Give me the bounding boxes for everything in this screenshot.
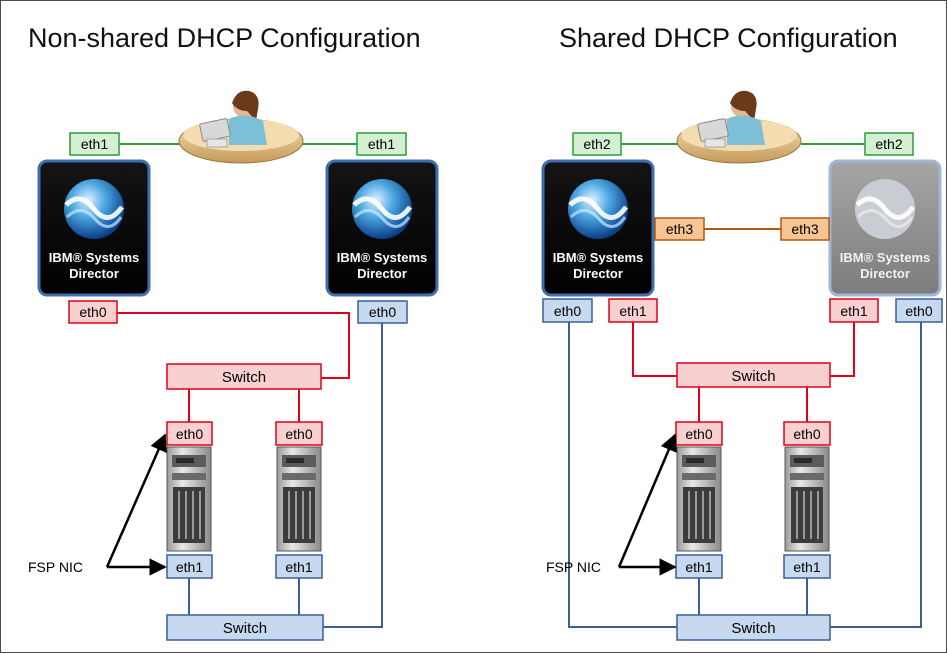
right-eth2-right: eth2 (864, 132, 914, 156)
svg-text:eth1: eth1 (285, 559, 312, 575)
right-fsp-nic: FSP NIC (546, 433, 677, 576)
director-label-line2: Director (860, 266, 910, 281)
right-server1-eth1: eth1 (675, 554, 723, 579)
svg-text:Switch: Switch (731, 368, 775, 385)
svg-text:eth2: eth2 (583, 136, 610, 152)
right-switch-bottom: Switch (676, 614, 831, 641)
svg-text:FSP NIC: FSP NIC (28, 559, 83, 575)
svg-text:eth1: eth1 (840, 303, 867, 319)
svg-text:eth1: eth1 (793, 559, 820, 575)
director-label-line1: IBM® Systems (49, 250, 140, 265)
left-eth1-right: eth1 (356, 132, 407, 156)
svg-text:eth0: eth0 (905, 303, 932, 319)
ibm-director-icon: IBM® Systems Director (541, 159, 655, 297)
server-tower-icon (784, 446, 830, 552)
left-title: Non-shared DHCP Configuration (28, 23, 421, 53)
right-eth3-left: eth3 (654, 217, 705, 241)
right-connection-lines (568, 143, 922, 628)
left-server2-eth1: eth1 (275, 554, 323, 579)
svg-text:eth0: eth0 (285, 426, 312, 442)
svg-text:eth0: eth0 (685, 426, 712, 442)
left-server1-eth0: eth0 (166, 421, 213, 446)
left-switch-top: Switch (166, 363, 322, 390)
left-eth1-left: eth1 (69, 132, 120, 156)
svg-text:eth1: eth1 (619, 303, 646, 319)
left-server1-eth1: eth1 (166, 554, 213, 579)
svg-text:eth0: eth0 (79, 304, 106, 320)
director-label-line2: Director (573, 266, 623, 281)
right-eth1-inner-right: eth1 (829, 298, 879, 323)
right-server2-eth1: eth1 (783, 554, 831, 579)
svg-text:Switch: Switch (223, 620, 267, 637)
server-tower-icon (676, 446, 722, 552)
right-eth3-right: eth3 (780, 217, 830, 241)
server-tower-icon (276, 446, 322, 552)
svg-text:eth3: eth3 (666, 221, 693, 237)
ibm-director-standby-icon: IBM® Systems Director (828, 159, 942, 297)
svg-text:eth0: eth0 (176, 426, 203, 442)
svg-text:eth2: eth2 (875, 136, 902, 152)
svg-text:eth3: eth3 (791, 221, 818, 237)
right-eth1-inner-left: eth1 (608, 298, 658, 323)
left-fsp-nic: FSP NIC (28, 433, 167, 576)
right-server1-eth0: eth0 (675, 421, 723, 446)
svg-text:eth1: eth1 (81, 136, 108, 152)
svg-text:eth0: eth0 (554, 303, 581, 319)
svg-text:eth1: eth1 (685, 559, 712, 575)
right-eth0-outer-right: eth0 (895, 298, 943, 323)
right-title: Shared DHCP Configuration (559, 23, 898, 53)
svg-text:eth0: eth0 (369, 304, 396, 320)
server-tower-icon (166, 446, 212, 552)
right-switch-top: Switch (676, 362, 831, 388)
svg-text:Switch: Switch (731, 620, 775, 637)
svg-text:Switch: Switch (222, 369, 266, 386)
right-eth0-outer-left: eth0 (542, 298, 593, 323)
svg-text:eth0: eth0 (793, 426, 820, 442)
director-label-line2: Director (357, 266, 407, 281)
director-label-line2: Director (69, 266, 119, 281)
left-eth0-director-left: eth0 (68, 300, 118, 324)
left-server2-eth0: eth0 (275, 421, 323, 446)
left-switch-bottom: Switch (166, 614, 324, 641)
admin-person-icon (676, 90, 802, 164)
left-connection-lines (117, 143, 383, 628)
ibm-director-icon: IBM® Systems Director (37, 159, 151, 297)
svg-text:eth1: eth1 (176, 559, 203, 575)
right-eth2-left: eth2 (572, 132, 622, 156)
svg-text:FSP NIC: FSP NIC (546, 559, 601, 575)
admin-person-icon (178, 90, 304, 164)
svg-text:eth1: eth1 (368, 136, 395, 152)
director-label-line1: IBM® Systems (840, 250, 931, 265)
director-label-line1: IBM® Systems (553, 250, 644, 265)
ibm-director-icon: IBM® Systems Director (325, 159, 439, 297)
left-eth0-director-right: eth0 (357, 300, 408, 324)
right-server2-eth0: eth0 (783, 421, 831, 446)
director-label-line1: IBM® Systems (337, 250, 428, 265)
